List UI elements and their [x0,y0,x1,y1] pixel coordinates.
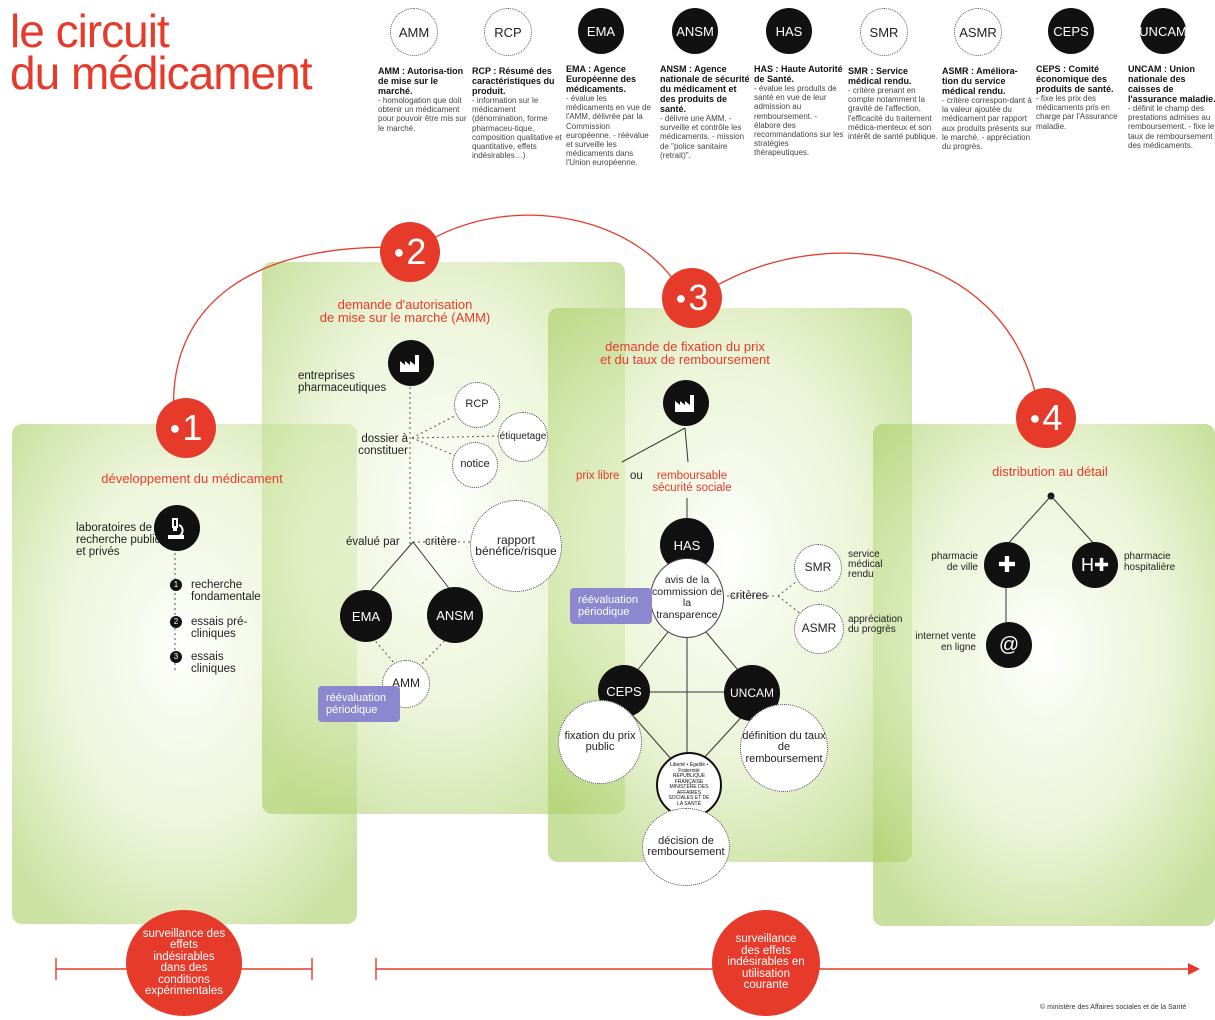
legend-description: - critère prenant en compte notamment la… [848,86,938,142]
step-1-badge: ●1 [156,398,216,458]
step-2-badge: ●2 [380,222,440,282]
surveillance-experimental: surveillance des effets indésirables dan… [126,910,242,1016]
page-title: le circuit du médicament [10,5,312,99]
criterion-label: critère [425,536,457,548]
microscope-icon [154,505,200,551]
smr-description: service médical rendu [848,549,883,580]
factory-icon [663,380,709,426]
factory-icon [388,340,434,386]
legend-heading: SMR : Service médical rendu. [848,66,912,86]
step-3-badge: ●3 [662,268,722,328]
stage-3-label: essais cliniques [191,651,236,675]
asmr-bubble: ASMR [794,604,844,654]
phase3-title: demande de fixation du prix et du taux d… [600,339,770,367]
etiquetage-bubble: étiquetage [498,412,548,462]
notice-bubble: notice [452,442,498,488]
legend-heading: UNCAM : Union nationale des caisses de l… [1128,64,1215,104]
phase4-panel [873,424,1215,926]
legend-item-rcp: RCP RCP : Résumé des caractéristiques du … [472,8,562,160]
free-price-label: prix libre [576,470,620,482]
legend-heading: ANSM : Agence nationale de sécurité du m… [660,64,750,114]
legend-item-ceps: CEPS CEPS : Comité économique des produit… [1036,8,1126,131]
legend-badge: ANSM [672,8,718,54]
legend-item-uncam: UNCAM UNCAM : Union nationale des caisses… [1128,8,1215,150]
legend-description: - information sur le médicament (dénomin… [472,96,562,161]
rcp-bubble: RCP [454,382,500,428]
legend-description: - homologation que doit obtenir un médic… [378,96,467,133]
phase2-panel [262,262,625,814]
stage-1-label: recherche fondamentale [191,579,261,603]
criteria-label: critères [730,590,768,602]
step-4-badge: ●4 [1016,388,1076,448]
credit: © ministère des Affaires sociales et de … [1040,1004,1187,1011]
legend-item-has: HAS HAS : Haute Autorité de Santé.- évalu… [754,8,844,158]
legend-badge: UNCAM [1139,8,1187,54]
commission-bubble: avis de la commission de la transparence [650,558,724,638]
ansm-node: ANSM [427,587,483,643]
city-pharmacy-label: pharmacie de ville [931,551,978,573]
or-label: ou [630,470,643,482]
legend-item-asmr: ASMR ASMR : Améliora-tion du service médi… [942,8,1032,151]
uncam-bubble: définition du taux de remboursement [740,704,828,792]
benefit-risk-bubble: rapport bénéfice/risque [470,500,562,592]
stage-2-number: 2 [170,616,182,628]
legend-badge: CEPS [1048,8,1094,54]
smr-bubble: SMR [794,544,842,592]
phase2-title: demande d'autorisation de mise sur le ma… [319,297,491,325]
legend-heading: EMA : Agence Européenne des médicaments. [566,64,637,94]
stage-3-number: 3 [170,651,182,663]
online-icon: @ [986,622,1032,668]
hospital-pharmacy-icon: H✚ [1072,542,1118,588]
legend-heading: HAS : Haute Autorité de Santé. [754,64,843,84]
ceps-bubble: fixation du prix public [558,700,642,784]
legend-description: - fixe les prix des médicaments pris en … [1036,94,1118,131]
legend-item-ansm: ANSM ANSM : Agence nationale de sécurité … [660,8,750,160]
legend-description: - définit le champ des prestations admis… [1128,104,1215,150]
legend-item-amm: AMM AMM : Autorisa-tion de mise sur le ma… [378,8,468,133]
legend-description: - évalue les médicaments en vue de l'AMM… [566,94,651,168]
legend-badge: ASMR [954,8,1002,56]
legend-heading: CEPS : Comité économique des produits de… [1036,64,1114,94]
legend-description: - critère correspon-dant à la valeur ajo… [942,96,1032,152]
asmr-description: appréciation du progrès [848,614,903,635]
legend-heading: AMM : Autorisa-tion de mise sur le march… [378,66,464,96]
surveillance-current: surveillance des effets indésirables en … [712,910,820,1016]
evaluated-by-label: évalué par [346,536,400,548]
legend-badge: AMM [390,8,438,56]
phase3-reevaluation: réévaluation périodique [570,588,652,624]
legend-description: - évalue les produits de santé en vue de… [754,84,844,158]
phase4-title: distribution au détail [992,464,1108,479]
online-label: internet vente en ligne [915,631,976,653]
arc-2-3 [429,214,681,291]
arc-3-4 [711,252,1036,393]
legend-description: - délivre une AMM. - surveille et contrô… [660,114,745,160]
legend-heading: ASMR : Améliora-tion du service médical … [942,66,1018,96]
phase1-actor: laboratoires de recherche publics et pri… [76,522,167,558]
legend-badge: HAS [766,8,812,54]
reimbursable-label: remboursable sécurité sociale [652,470,732,494]
phase1-title: développement du médicament [101,471,283,486]
legend-item-smr: SMR SMR : Service médical rendu.- critère… [848,8,938,141]
ceps-node: CEPS [598,665,650,717]
legend-heading: RCP : Résumé des caractéristiques du pro… [472,66,555,96]
legend-badge: EMA [578,8,624,54]
phase2-actor: entreprises pharmaceutiques [298,370,387,394]
city-pharmacy-icon: ✚ [984,542,1030,588]
arc-1-2 [172,246,413,429]
legend-item-ema: EMA EMA : Agence Européenne des médicamen… [566,8,656,168]
legend-badge: SMR [860,8,908,56]
phase2-reevaluation: réévaluation périodique [318,686,400,722]
decision-bubble: décision de remboursement [642,808,730,886]
dossier-label: dossier à constituer [358,433,408,457]
stage-2-label: essais pré-cliniques [191,616,248,640]
hospital-pharmacy-label: pharmacie hospitalière [1124,551,1176,573]
ema-node: EMA [340,590,392,642]
stage-1-number: 1 [170,579,182,591]
legend-badge: RCP [484,8,532,56]
